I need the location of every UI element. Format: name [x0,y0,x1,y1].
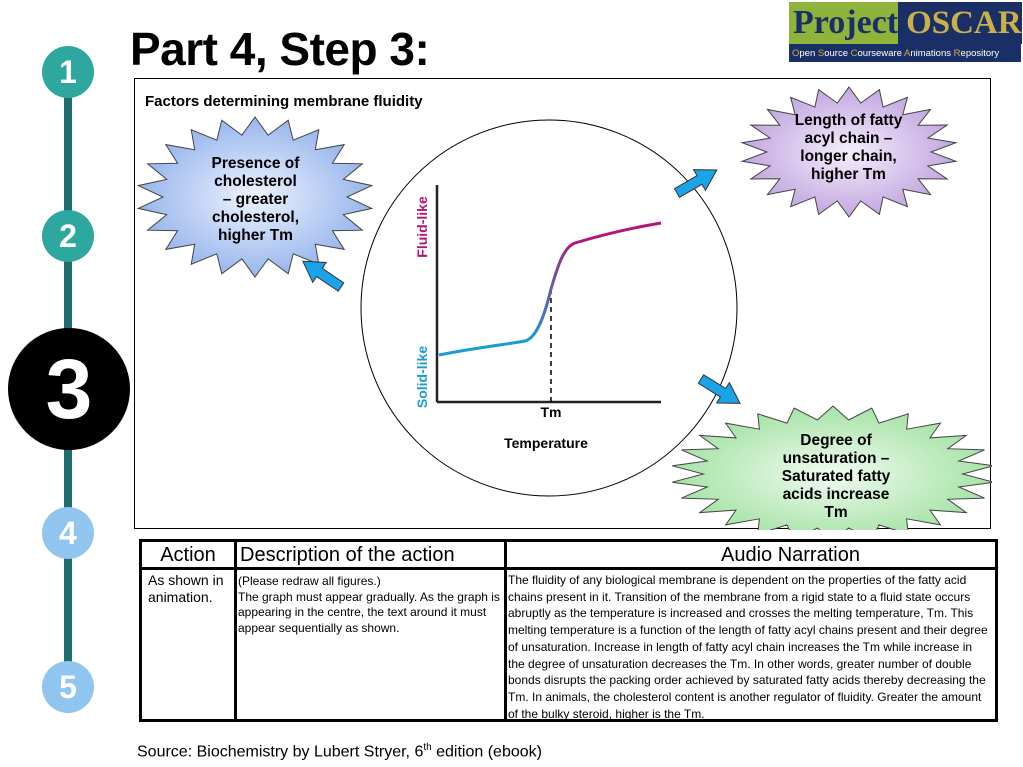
chain-length-burst-text: Length of fatty acyl chain – longer chai… [794,112,903,183]
figure-graphics: Fluid-like Solid-like Tm Temperature [136,86,992,530]
action-table: Action Description of the action Audio N… [139,539,998,722]
cell-audio-narration: The fluidity of any biological membrane … [504,567,998,722]
project-oscar-logo[interactable]: Project OSCAR Open Source Courseware Ani… [789,2,1022,62]
header-description: Description of the action [234,539,507,570]
cell-description: (Please redraw all figures.) The graph m… [234,567,507,722]
chain-length-burst-shape [740,86,958,218]
header-action: Action [139,539,237,570]
arrow-to-saturation [697,374,741,404]
cholesterol-burst-shape [136,116,374,278]
arrow-to-chain-length [673,169,718,199]
phase-transition-curve [438,221,662,357]
step-4-button[interactable]: 4 [42,507,94,559]
source-citation: Source: Biochemistry by Lubert Stryer, 6… [137,742,542,761]
saturation-burst-shape [672,405,992,530]
x-axis-label: Temperature [504,435,588,451]
cell-action: As shown in animation. [139,567,237,722]
logo-subtitle: Open Source Courseware Animations Reposi… [792,48,1000,59]
step-1-button[interactable]: 1 [42,46,94,98]
x-tick-tm: Tm [541,404,562,420]
logo-word-oscar: OSCAR [898,2,1022,44]
figure-title: Factors determining membrane fluidity [145,93,423,110]
description-line-2: The graph must appear gradually. As the … [238,589,500,635]
description-line-1: (Please redraw all figures.) [238,574,381,588]
y-label-fluid-like: Fluid-like [414,196,430,258]
step-5-button[interactable]: 5 [42,661,94,713]
step-2-button[interactable]: 2 [42,210,94,262]
step-3-current[interactable]: 3 [8,328,130,450]
arrow-to-cholesterol [302,260,345,292]
figure-panel: Factors determining membrane fluidity [134,78,992,530]
logo-word-project: Project [789,2,899,44]
y-label-solid-like: Solid-like [414,346,430,408]
cholesterol-burst-text: Presence of cholesterol – greater choles… [211,155,300,244]
saturation-burst-text: Degree of unsaturation – Saturated fatty… [781,432,891,521]
header-audio-narration: Audio Narration [504,539,998,570]
slide-title: Part 4, Step 3: [130,23,430,75]
